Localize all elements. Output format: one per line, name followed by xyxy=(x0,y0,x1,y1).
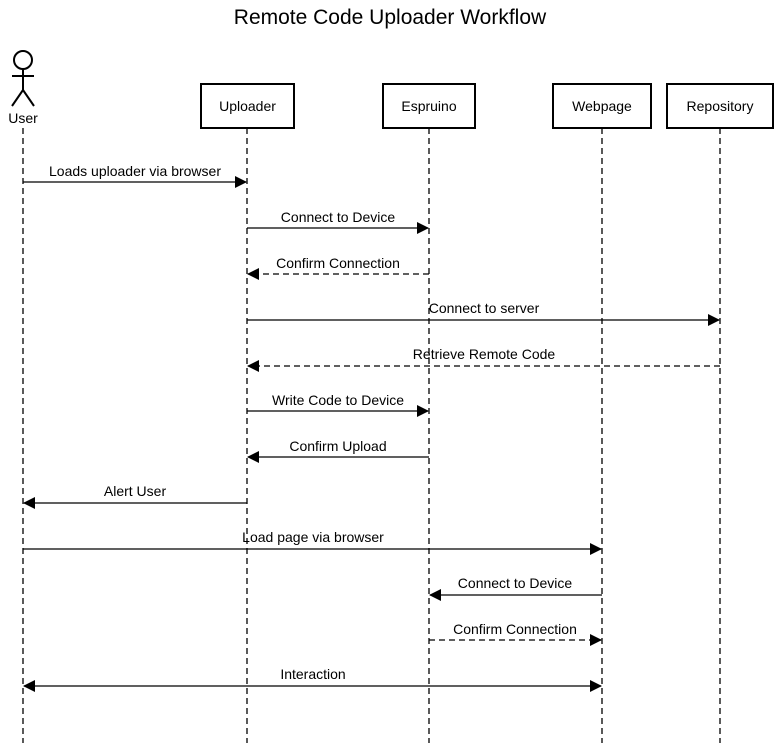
participant-uploader: Uploader xyxy=(200,83,295,129)
participant-webpage: Webpage xyxy=(552,83,652,129)
message-label-load-page: Load page via browser xyxy=(242,529,384,545)
participant-label: Repository xyxy=(687,98,754,114)
message-label-connect-to-server: Connect to server xyxy=(429,300,540,316)
actor-label-user: User xyxy=(8,110,38,126)
participant-label: Espruino xyxy=(401,98,456,114)
participant-label: Uploader xyxy=(219,98,276,114)
message-label-alert-user: Alert User xyxy=(104,483,167,499)
message-label-interaction: Interaction xyxy=(280,666,345,682)
participant-espruino: Espruino xyxy=(382,83,476,129)
participant-repository: Repository xyxy=(666,83,774,129)
message-label-confirm-upload: Confirm Upload xyxy=(289,438,386,454)
message-label-webpage-confirm-connection: Confirm Connection xyxy=(453,621,577,637)
message-label-connect-to-device: Connect to Device xyxy=(281,209,396,225)
message-label-write-code: Write Code to Device xyxy=(272,392,404,408)
message-label-webpage-connect-to-device: Connect to Device xyxy=(458,575,573,591)
message-label-retrieve-remote-code: Retrieve Remote Code xyxy=(413,346,556,362)
participant-label: Webpage xyxy=(572,98,632,114)
message-label-loads-uploader: Loads uploader via browser xyxy=(49,163,221,179)
diagram-title: Remote Code Uploader Workflow xyxy=(234,6,547,29)
user-actor-icon xyxy=(11,50,35,107)
message-label-confirm-connection: Confirm Connection xyxy=(276,255,400,271)
